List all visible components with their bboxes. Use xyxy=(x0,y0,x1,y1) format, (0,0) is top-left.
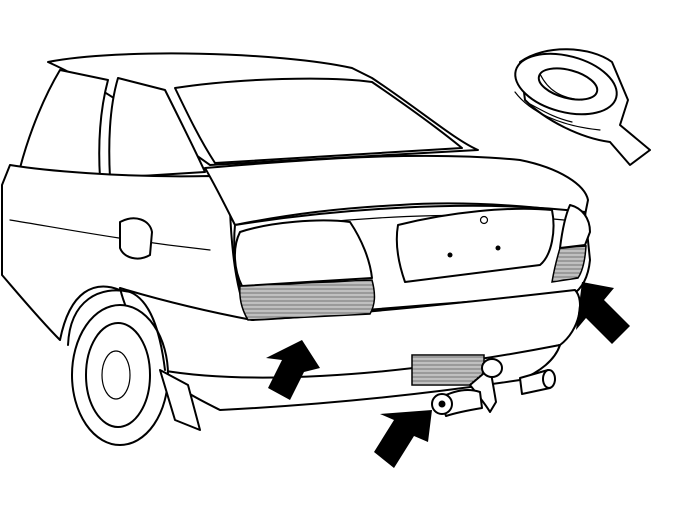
tape-roll-icon xyxy=(514,48,651,166)
tow-bar xyxy=(431,358,503,417)
pointer-arrow-icon xyxy=(374,410,432,468)
side-window-front xyxy=(19,69,109,179)
body-crease xyxy=(9,219,211,251)
license-plate-recess xyxy=(395,207,555,283)
car-rear-illustration xyxy=(1,52,591,446)
exhaust-tip xyxy=(542,369,556,389)
left-tail-light-lower xyxy=(239,279,376,321)
side-window-rear xyxy=(108,77,206,179)
fuel-door xyxy=(119,217,153,260)
mud-flap xyxy=(159,369,201,431)
right-tail-light-lower xyxy=(551,245,587,283)
wheel-arch xyxy=(67,289,166,371)
rear-wheel-hub xyxy=(101,350,131,400)
pointer-arrow-icon xyxy=(266,340,320,400)
pointer-arrow-icon xyxy=(576,282,630,344)
plate-bolt-left xyxy=(447,252,453,258)
left-tail-light-upper xyxy=(234,219,373,287)
rear-wheel-rim xyxy=(85,322,151,428)
trunk-lock xyxy=(479,215,489,225)
rear-window xyxy=(174,77,463,164)
right-tail-light-upper xyxy=(559,204,591,249)
tow-bar-mount-hatch xyxy=(411,354,485,386)
plate-bolt-right xyxy=(495,245,501,251)
